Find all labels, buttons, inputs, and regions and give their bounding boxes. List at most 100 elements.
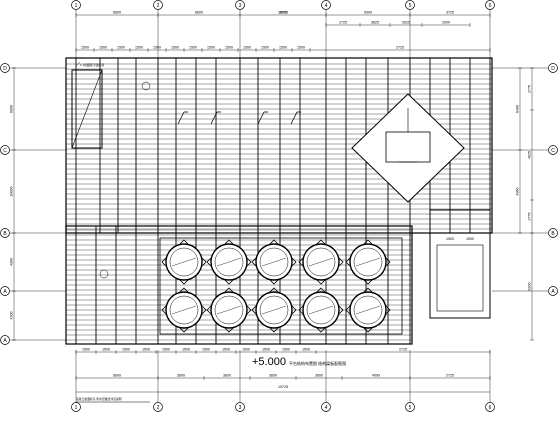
axis-label-bottom: 4: [325, 405, 328, 411]
drawing-title: 平台结构布置图 结构梁板配筋图: [289, 361, 347, 366]
top-dim-total: 19725: [278, 11, 288, 15]
drawing-linework: [0, 0, 558, 412]
left-dim-label: 4200: [10, 312, 14, 320]
top-dim-row3-label: 1500: [243, 46, 251, 50]
bottom-note: 混凝土板面标高 防水层做法详见说明: [76, 397, 122, 401]
axis-bubble-top: [321, 0, 331, 10]
axis-bubble-bottom: [485, 402, 495, 412]
bottom-dim-row1-label: 1500: [182, 348, 190, 352]
left-dim-label: 6000: [10, 105, 14, 113]
axis-label-top: 6: [489, 3, 492, 9]
room-dim-label: 1500: [446, 237, 454, 241]
top-dim-row3-label: 1500: [279, 46, 287, 50]
silo-inner-circle: [214, 247, 244, 277]
silo-hatch: [216, 257, 242, 267]
bottom-dim-row2-label: 2725: [446, 374, 454, 378]
hanger-mark: [290, 111, 298, 125]
upper-slab-outline: [65, 57, 493, 234]
right-inner-dim-label: 6400: [516, 105, 520, 113]
axis-label-top: 4: [325, 3, 328, 9]
note-leader: [75, 61, 81, 67]
bottom-dim-row1-label: 1500: [262, 348, 270, 352]
top-dim-row1-label: 6600: [113, 11, 121, 15]
hanger-mark: [177, 111, 185, 125]
axis-bubble-left: [0, 228, 10, 238]
silo-hatch: [308, 257, 334, 267]
bottom-dim-row1-label: 1500: [142, 348, 150, 352]
axis-bubble-top: [405, 0, 415, 10]
silo-inner-circle: [353, 295, 383, 325]
axis-label-right: A: [551, 289, 555, 295]
silo-hatch: [261, 305, 287, 315]
drawing-caption: +5.000 平台结构布置图 结构梁板配筋图: [252, 356, 346, 368]
axis-label-left: D: [3, 66, 7, 72]
top-dim-row2-label: 3825: [371, 21, 379, 25]
right-inner-dim-label: 4900: [516, 188, 520, 196]
axis-bubble-left: [0, 335, 10, 345]
hatch-patch: [99, 269, 109, 279]
left-dim-label: 20000: [10, 187, 14, 197]
axis-bubble-right: [548, 228, 558, 238]
top-dim-row1-label: 6600: [195, 11, 203, 15]
silo-hatch: [308, 305, 334, 315]
axis-label-bottom: 2: [157, 405, 160, 411]
bottom-dim-row2-label: 3600: [223, 374, 231, 378]
axis-bubble-top: [153, 0, 163, 10]
top-dim-row3-label: 1500: [135, 46, 143, 50]
axis-bubble-right: [548, 145, 558, 155]
axis-label-top: 5: [409, 3, 412, 9]
silo-inner-circle: [259, 247, 289, 277]
bottom-dim-row1-label: 1500: [282, 348, 290, 352]
axis-label-right: D: [551, 66, 555, 72]
axis-bubble-bottom: [321, 402, 331, 412]
axis-label-left: B: [3, 231, 7, 237]
top-dim-row2-label: 2625: [402, 21, 410, 25]
axis-label-left: A: [3, 289, 7, 295]
bottom-dim-row1-label: 1500: [302, 348, 310, 352]
right-dim-label: 2775: [528, 213, 532, 221]
top-dim-row3-label: 1500: [171, 46, 179, 50]
top-dim-row3-label: 1500: [81, 46, 89, 50]
axis-bubble-bottom: [71, 402, 81, 412]
axis-bubble-left: [0, 286, 10, 296]
axis-bubble-right: [548, 63, 558, 73]
silo-inner-circle: [169, 247, 199, 277]
top-dim-row2-label: 2725: [339, 21, 347, 25]
silo-hatch: [171, 257, 197, 267]
top-dim-row2-label: 2900: [442, 21, 450, 25]
top-dim-row3-label: 1500: [261, 46, 269, 50]
silo-hatch: [355, 305, 381, 315]
top-dim-row3-label: 1500: [297, 46, 305, 50]
hanger-mark: [257, 111, 265, 125]
top-dim-row3-label: 2725: [396, 46, 404, 50]
axis-label-left: A: [3, 338, 7, 344]
axis-bubble-left: [0, 145, 10, 155]
axis-bubble-bottom: [405, 402, 415, 412]
silo-hatch: [171, 305, 197, 315]
left-dim-label: 4300: [10, 258, 14, 266]
room-dim-label: 1500: [466, 237, 474, 241]
axis-bubble-top: [235, 0, 245, 10]
right-dim-label: 6200: [528, 283, 532, 291]
hatch-patch: [141, 81, 151, 91]
hanger-mark: [210, 111, 218, 125]
side-room-outline: [429, 209, 491, 319]
opening-top-left: [71, 69, 103, 149]
bottom-dim-total: 19725: [278, 385, 288, 389]
axis-label-top: 3: [239, 3, 242, 9]
top-dim-row3-label: 1500: [225, 46, 233, 50]
silo-inner-circle: [353, 247, 383, 277]
silo-inner-circle: [214, 295, 244, 325]
axis-label-top: 1: [75, 3, 78, 9]
right-dim-label: 4625: [528, 151, 532, 159]
top-dim-row1-label: 3725: [446, 11, 454, 15]
silo-group-frame: [159, 237, 403, 335]
bottom-dim-row1-label: 2725: [399, 348, 407, 352]
bottom-dim-row2-label: 4099: [372, 374, 380, 378]
side-room-inner: [436, 244, 484, 312]
bottom-dim-row1-label: 1500: [122, 348, 130, 352]
bottom-dim-row1-label: 1500: [82, 348, 90, 352]
axis-bubble-left: [0, 63, 10, 73]
axis-label-top: 2: [157, 3, 160, 9]
